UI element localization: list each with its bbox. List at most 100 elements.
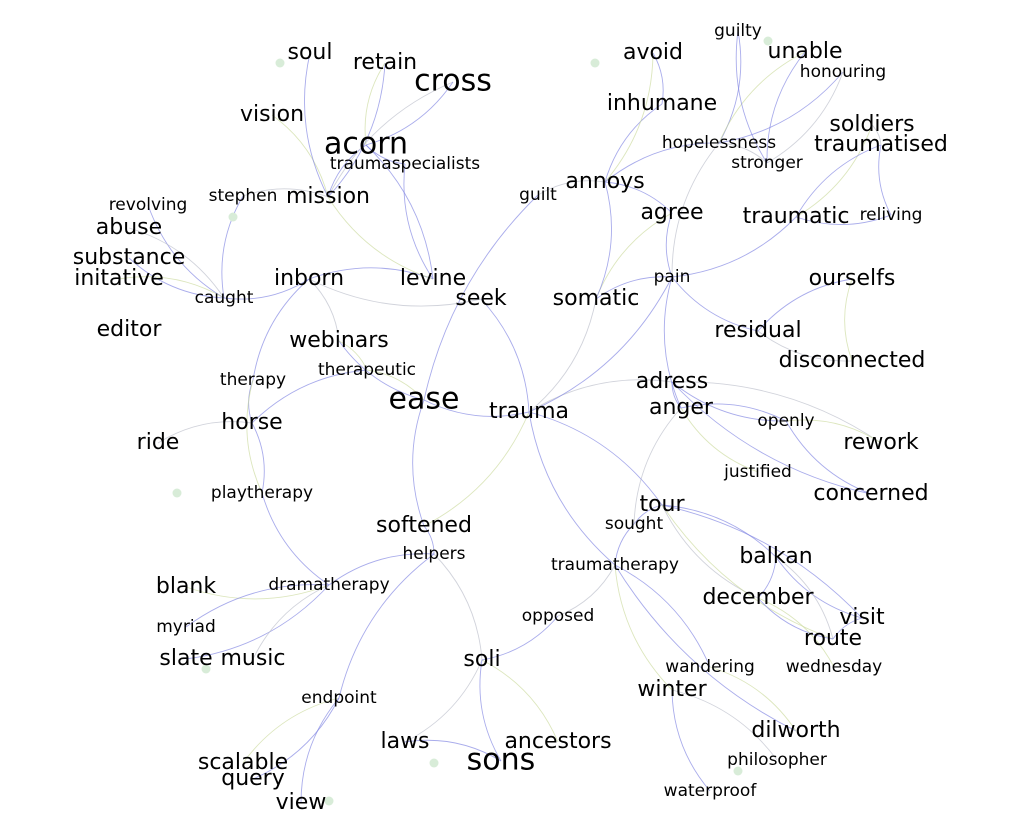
edge-anger-openly	[680, 403, 787, 422]
edge-december-wednesday	[757, 597, 835, 668]
edge-levine-mission	[327, 196, 434, 280]
node-label-annoys: annoys	[565, 169, 644, 194]
node-label-soul: soul	[288, 40, 333, 65]
edge-mission-cross	[327, 81, 454, 198]
node-label-dilworth: dilworth	[751, 718, 840, 743]
node-label-webinars: webinars	[289, 328, 389, 353]
edge-tour-balkan	[661, 504, 777, 558]
node-label-route: route	[804, 626, 862, 651]
edge-ease-therapeutic	[366, 369, 425, 401]
node-label-myriad: myriad	[156, 617, 216, 637]
edge-tour-route	[661, 504, 834, 640]
edge-helpers-dramatherapy	[328, 553, 435, 586]
edge-anger-justified	[680, 407, 759, 473]
edge-soli-ancestors	[481, 659, 559, 743]
node-label-sons: sons	[467, 743, 536, 778]
edge-annoys-guilt	[537, 180, 606, 196]
node-label-inborn: inborn	[274, 266, 344, 291]
edge-dramatherapy-blank	[185, 584, 330, 600]
node-label-soli: soli	[463, 647, 500, 672]
edge-endpoint-view	[300, 697, 340, 804]
node-label-somatic: somatic	[553, 286, 640, 311]
edge-mission-vision	[271, 114, 329, 198]
edge-hopelessness-stronger	[718, 142, 768, 164]
node-dot	[429, 758, 439, 768]
edge-traumatherapy-sought	[614, 523, 635, 566]
edge-dramatherapy-playtherapy	[261, 492, 330, 586]
edge-balkan-route	[775, 556, 834, 640]
edge-pain-somatic	[595, 276, 673, 300]
edge-ease-guilt	[423, 194, 539, 401]
edge-trauma-adress	[528, 379, 673, 413]
edge-caught-inborn	[223, 278, 310, 300]
edge-inhumane-avoid	[652, 52, 664, 105]
edge-tour-sought	[633, 504, 663, 525]
edge-traumatised-reliving	[878, 144, 892, 216]
edge-inborn-therapy	[252, 278, 310, 381]
edge-anger-sought	[633, 407, 682, 525]
node-label-therapeutic: therapeutic	[318, 360, 416, 380]
edge-wandering-dilworth	[709, 666, 797, 732]
node-label-anger: anger	[649, 395, 714, 420]
edge-soli-laws	[404, 659, 483, 743]
node-label-rework: rework	[843, 430, 919, 455]
edge-visit-route	[832, 617, 863, 640]
node-label-editor: editor	[97, 317, 163, 342]
node-label-cross: cross	[414, 64, 492, 99]
node-label-adress: adress	[636, 369, 708, 394]
edge-traumatherapy-wandering	[614, 564, 711, 668]
node-label-ease: ease	[389, 382, 460, 417]
edge-dramatherapy-myriad	[185, 584, 330, 628]
edge-stronger-unable	[766, 51, 806, 164]
node-label-traumatherapy: traumatherapy	[551, 555, 679, 575]
edge-softened-helpers	[423, 525, 435, 555]
node-label-opposed: opposed	[522, 606, 595, 626]
node-label-seek: seek	[455, 286, 507, 311]
edge-soldiers-traumatised	[871, 124, 882, 146]
edge-hopelessness-guilty	[718, 30, 742, 144]
node-label-traumaspecialists: traumaspecialists	[330, 154, 480, 174]
node-label-avoid: avoid	[623, 40, 683, 65]
edge-horse-playtherapy	[251, 422, 265, 494]
edge-caught-substance	[128, 257, 225, 299]
node-label-visit: visit	[839, 605, 885, 630]
edge-stronger-honouring	[766, 71, 844, 164]
edge-soli-opposed	[481, 615, 559, 661]
node-dot	[275, 58, 285, 68]
node-dot	[763, 36, 773, 46]
edge-trauma-ease	[423, 399, 530, 417]
node-label-agree: agree	[640, 200, 703, 225]
edge-pain-traumatic	[671, 216, 797, 278]
node-label-dramatherapy: dramatherapy	[268, 575, 389, 595]
node-label-ourselfs: ourselfs	[809, 266, 896, 291]
node-label-substance: substance	[73, 245, 186, 270]
label-layer: traumaeaseseeklevineinbornmissionacorncr…	[73, 21, 948, 815]
edge-caught-revolving	[147, 204, 225, 299]
edge-pain-hopelessness	[671, 142, 720, 278]
edge-acorn-retain	[364, 62, 386, 146]
node-label-inhumane: inhumane	[607, 91, 717, 116]
node-label-caught: caught	[195, 288, 254, 308]
edge-somatic-annoys	[595, 181, 612, 300]
edge-endpoint-query	[252, 697, 340, 780]
node-label-wandering: wandering	[665, 657, 755, 677]
node-label-openly: openly	[757, 411, 814, 431]
edge-anger-pain	[663, 276, 682, 409]
edge-soli-sons	[479, 659, 502, 762]
edge-pain-agree	[665, 212, 673, 278]
edge-adress-rework	[671, 381, 882, 444]
node-label-levine: levine	[400, 266, 466, 291]
edge-trauma-traumatherapy	[528, 411, 616, 566]
node-label-stronger: stronger	[731, 153, 803, 173]
edge-ourselfs-disconnected	[844, 278, 853, 362]
edge-traumatic-soldiers	[795, 124, 873, 218]
node-label-traumatised: traumatised	[814, 132, 948, 157]
edge-inborn-webinars	[308, 278, 340, 342]
node-label-therapy: therapy	[220, 370, 286, 390]
edge-laws-sons	[404, 739, 502, 762]
node-label-abuse: abuse	[96, 215, 162, 240]
edge-hopelessness-unable	[718, 51, 806, 144]
edge-trauma-pain	[528, 276, 673, 413]
node-label-horse: horse	[221, 410, 282, 435]
edge-seek-inborn	[308, 278, 482, 307]
